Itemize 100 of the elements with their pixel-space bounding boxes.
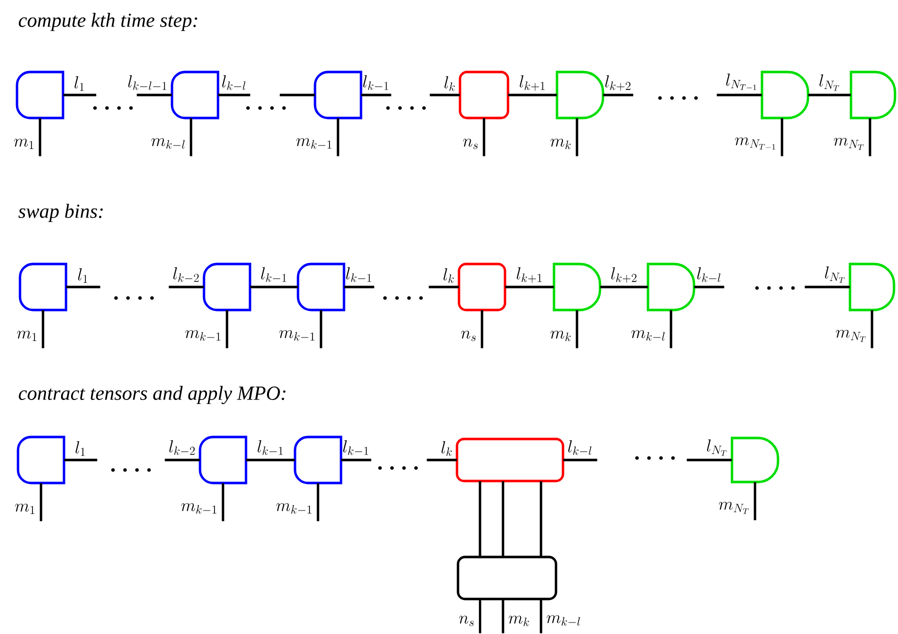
- index-label: $n_s$: [463, 138, 478, 150]
- line: [716, 94, 762, 96]
- index-label: $m_1$: [14, 138, 34, 150]
- index-label: $m_{k-1}$: [181, 503, 216, 514]
- index-label: $l_{k-l}$: [568, 440, 592, 455]
- line: [164, 458, 200, 462]
- index-label: $m_{k-1}$: [296, 138, 332, 149]
- index-label: $l_{k+2}$: [605, 75, 630, 91]
- index-label: $l_{k+1}$: [516, 267, 542, 283]
- line: [428, 286, 459, 288]
- index-label: $l_{k-1}$: [258, 440, 283, 455]
- line: [540, 599, 542, 634]
- line: [754, 482, 756, 520]
- index-label: $m_{k-l}$: [151, 138, 185, 149]
- line: [63, 94, 96, 96]
- index-label: $l_1$: [76, 441, 85, 456]
- line: [808, 94, 851, 96]
- index-label: $m_{k-l}$: [546, 615, 580, 626]
- tensor-box: [456, 438, 564, 482]
- line: [686, 458, 732, 462]
- line: [426, 458, 457, 462]
- index-label: $l_k$: [444, 268, 454, 283]
- line: [502, 481, 504, 557]
- index-label: $l_1$: [78, 268, 88, 283]
- tensor-shape: [556, 70, 604, 120]
- index-label: $l_{k-2}$: [169, 440, 195, 455]
- line: [508, 94, 557, 96]
- index-label: $l_{N_T}$: [820, 74, 840, 91]
- line: [870, 310, 874, 348]
- index-label: $l_{N_{T-1}}$: [726, 74, 756, 90]
- line: [670, 310, 672, 348]
- line: [341, 458, 372, 462]
- line: [478, 481, 482, 557]
- line: [482, 118, 486, 156]
- tensor-box: [456, 556, 558, 600]
- tensor-box: [458, 70, 510, 120]
- tensor-shape: [294, 436, 342, 484]
- tensor-shape: [552, 262, 602, 312]
- line: [316, 483, 320, 522]
- line: [430, 94, 460, 96]
- line: [505, 286, 554, 288]
- index-label: $l_{k-l-1}$: [128, 75, 166, 90]
- index-label: $m_1$: [17, 330, 36, 341]
- line: [603, 94, 634, 96]
- tensor-shape: [646, 262, 696, 312]
- line: [246, 458, 295, 462]
- tensor-shape: [170, 70, 220, 120]
- tensor-shape: [202, 262, 252, 312]
- line: [250, 286, 298, 288]
- index-label: $l_{N_T}$: [825, 266, 845, 283]
- tensor-shape: [730, 436, 780, 484]
- index-label: $m_{k-1}$: [279, 330, 314, 341]
- line: [480, 310, 484, 348]
- index-label: $l_{k-1}$: [261, 267, 286, 282]
- index-label: $l_k$: [444, 76, 455, 91]
- line: [540, 481, 542, 557]
- line: [694, 286, 724, 288]
- line: [502, 599, 504, 634]
- index-label: $m_{N_T}$: [718, 502, 749, 514]
- index-label: $m_{k-l}$: [631, 330, 665, 341]
- tensor-shape: [16, 70, 64, 120]
- index-label: $n_s$: [461, 330, 476, 342]
- line: [361, 94, 392, 96]
- tensor-shape: [314, 70, 362, 120]
- index-label: $l_{k-1}$: [343, 440, 368, 455]
- index-label: $l_{N_T}$: [707, 439, 727, 456]
- line: [804, 286, 850, 288]
- line: [563, 458, 598, 462]
- index-label: $l_{k-1}$: [363, 75, 388, 90]
- row-heading: compute kth time step:: [18, 12, 198, 32]
- index-label: $l_1$: [74, 76, 84, 91]
- line: [222, 483, 224, 522]
- line: [190, 118, 192, 156]
- line: [478, 599, 482, 634]
- tensor-shape: [16, 436, 66, 484]
- line: [40, 483, 42, 522]
- index-label: $m_k$: [550, 138, 571, 150]
- tensor-shape: [18, 262, 68, 312]
- index-label: $l_{k+2}$: [611, 267, 636, 283]
- line: [226, 310, 228, 348]
- index-label: $l_{k+1}$: [520, 75, 545, 91]
- index-label: $m_{N_T}$: [834, 138, 864, 150]
- index-label: $l_k$: [442, 441, 452, 456]
- line: [66, 286, 100, 288]
- index-label: $m_{N_{T-1}}$: [735, 137, 776, 150]
- index-label: $m_1$: [15, 504, 34, 514]
- line: [336, 118, 340, 156]
- row-heading: contract tensors and apply MPO:: [18, 386, 286, 404]
- line: [168, 286, 204, 288]
- index-label: $m_k$: [508, 616, 529, 626]
- line: [38, 118, 42, 156]
- tensor-shape: [848, 262, 896, 312]
- line: [344, 286, 374, 288]
- line: [218, 94, 250, 96]
- tensor-shape: [198, 436, 248, 484]
- line: [576, 118, 578, 156]
- line: [320, 310, 322, 348]
- index-label: $n_s$: [459, 616, 474, 626]
- tensor-shape: [296, 262, 346, 312]
- line: [42, 310, 44, 348]
